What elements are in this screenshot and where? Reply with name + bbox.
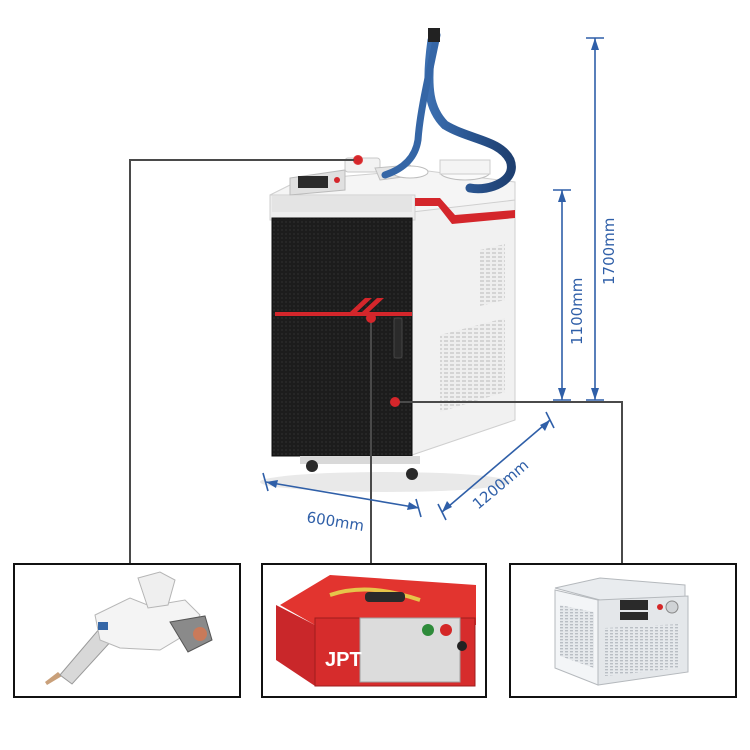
laser-source-brand-logo: JPT — [325, 649, 362, 671]
laser-welding-machine — [260, 28, 516, 492]
callout-dot-chiller — [390, 397, 400, 407]
component-laser-source: JPT — [261, 563, 487, 698]
callout-line-welding-gun — [129, 159, 358, 563]
laser-source-image: JPT — [276, 575, 476, 687]
component-chiller — [509, 563, 737, 698]
dimension-body-height-label: 1100mm — [568, 278, 586, 345]
callout-lines — [129, 159, 623, 563]
dimension-arrowheads — [266, 38, 599, 512]
callout-line-chiller — [395, 401, 623, 563]
callout-dot-laser-source — [366, 313, 376, 323]
callout-dot-gun — [354, 156, 362, 164]
welding-gun-image — [45, 571, 213, 685]
component-welding-gun — [13, 563, 241, 698]
chiller-image — [554, 577, 689, 686]
dimension-width-label: 600mm — [305, 508, 365, 535]
dimension-total-height-label: 1700mm — [600, 218, 618, 285]
